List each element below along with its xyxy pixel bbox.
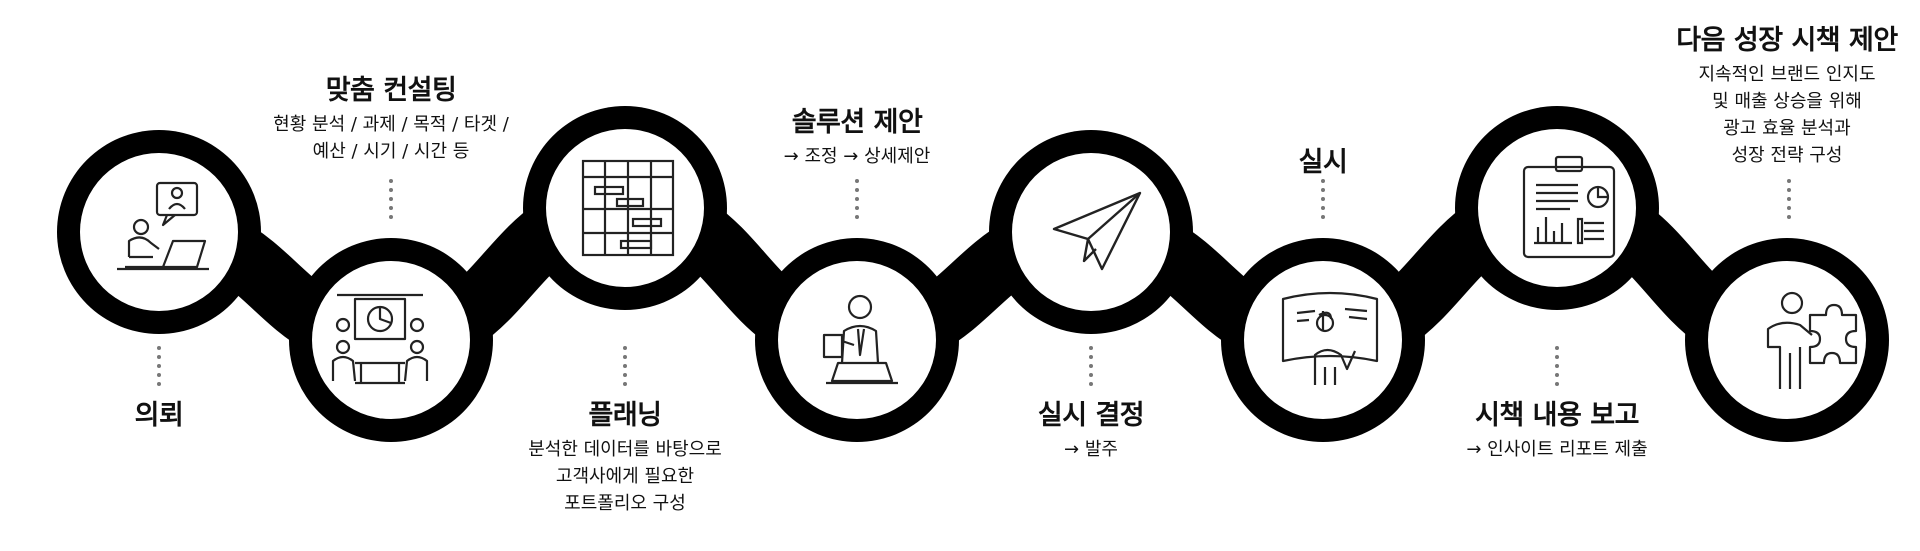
step-desc-line: 포트폴리오 구성 bbox=[564, 493, 686, 514]
step-title: 시책 내용 보고 bbox=[1475, 400, 1639, 431]
presenter-icon bbox=[802, 285, 912, 395]
connector-dots bbox=[389, 179, 393, 224]
step-desc-line: → 발주 bbox=[1064, 439, 1118, 460]
step-title: 다음 성장 시책 제안 bbox=[1676, 25, 1898, 56]
step-title: 플래닝 bbox=[588, 400, 662, 431]
step-desc-line: 지속적인 브랜드 인지도 bbox=[1698, 64, 1876, 85]
connector-dots bbox=[157, 346, 161, 391]
step-desc-line: 현황 분석 / 과제 / 목적 / 타겟 / bbox=[273, 114, 509, 135]
step-title: 맞춤 컨설팅 bbox=[325, 75, 457, 106]
connector-dots bbox=[1321, 179, 1325, 224]
step-8-label: 다음 성장 시책 제안 지속적인 브랜드 인지도 및 매출 상승을 위해 광고 … bbox=[1676, 18, 1898, 169]
step-title: 실시 결정 bbox=[1037, 400, 1145, 431]
step-desc-line: 광고 효율 분석과 bbox=[1723, 118, 1851, 139]
consultation-icon bbox=[105, 177, 215, 287]
step-5-label: 실시 결정 → 발주 bbox=[1037, 393, 1145, 463]
puzzle-growth-icon bbox=[1754, 285, 1864, 395]
connector-dots bbox=[1555, 346, 1559, 391]
connector-dots bbox=[855, 179, 859, 224]
paper-plane-icon bbox=[1042, 177, 1152, 287]
step-title: 솔루션 제안 bbox=[791, 107, 923, 138]
step-3-label: 플래닝 분석한 데이터를 바탕으로 고객사에게 필요한 포트폴리오 구성 bbox=[528, 393, 722, 517]
step-title: 실시 bbox=[1298, 147, 1348, 178]
step-desc-line: 예산 / 시기 / 시간 등 bbox=[312, 141, 470, 162]
step-8-circle bbox=[1708, 261, 1866, 419]
touch-screen-icon bbox=[1275, 285, 1385, 395]
meeting-chart-icon bbox=[325, 285, 435, 395]
step-1-circle bbox=[80, 153, 238, 311]
step-7-label: 시책 내용 보고 → 인사이트 리포트 제출 bbox=[1466, 393, 1647, 463]
step-desc-line: → 조정 → 상세제안 bbox=[783, 146, 931, 167]
step-desc-line: 및 매출 상승을 위해 bbox=[1712, 91, 1862, 112]
connector-dots bbox=[1089, 346, 1093, 391]
step-4-circle bbox=[778, 261, 936, 419]
connector-dots bbox=[623, 346, 627, 391]
step-desc-line: → 인사이트 리포트 제출 bbox=[1466, 439, 1648, 460]
step-desc-line: 분석한 데이터를 바탕으로 bbox=[528, 439, 722, 460]
gantt-planning-icon bbox=[573, 153, 683, 263]
step-desc-line: 성장 전략 구성 bbox=[1731, 145, 1843, 166]
step-2-label: 맞춤 컨설팅 현황 분석 / 과제 / 목적 / 타겟 / 예산 / 시기 / … bbox=[273, 68, 509, 165]
connector-dots bbox=[1787, 179, 1791, 224]
step-desc-line: 고객사에게 필요한 bbox=[555, 466, 695, 487]
step-6-label: 실시 bbox=[1299, 140, 1348, 179]
report-clipboard-icon bbox=[1514, 153, 1624, 263]
step-4-label: 솔루션 제안 → 조정 → 상세제안 bbox=[784, 100, 931, 170]
step-title: 의뢰 bbox=[134, 400, 184, 431]
step-5-circle bbox=[1012, 153, 1170, 311]
step-1-label: 의뢰 bbox=[135, 393, 184, 432]
